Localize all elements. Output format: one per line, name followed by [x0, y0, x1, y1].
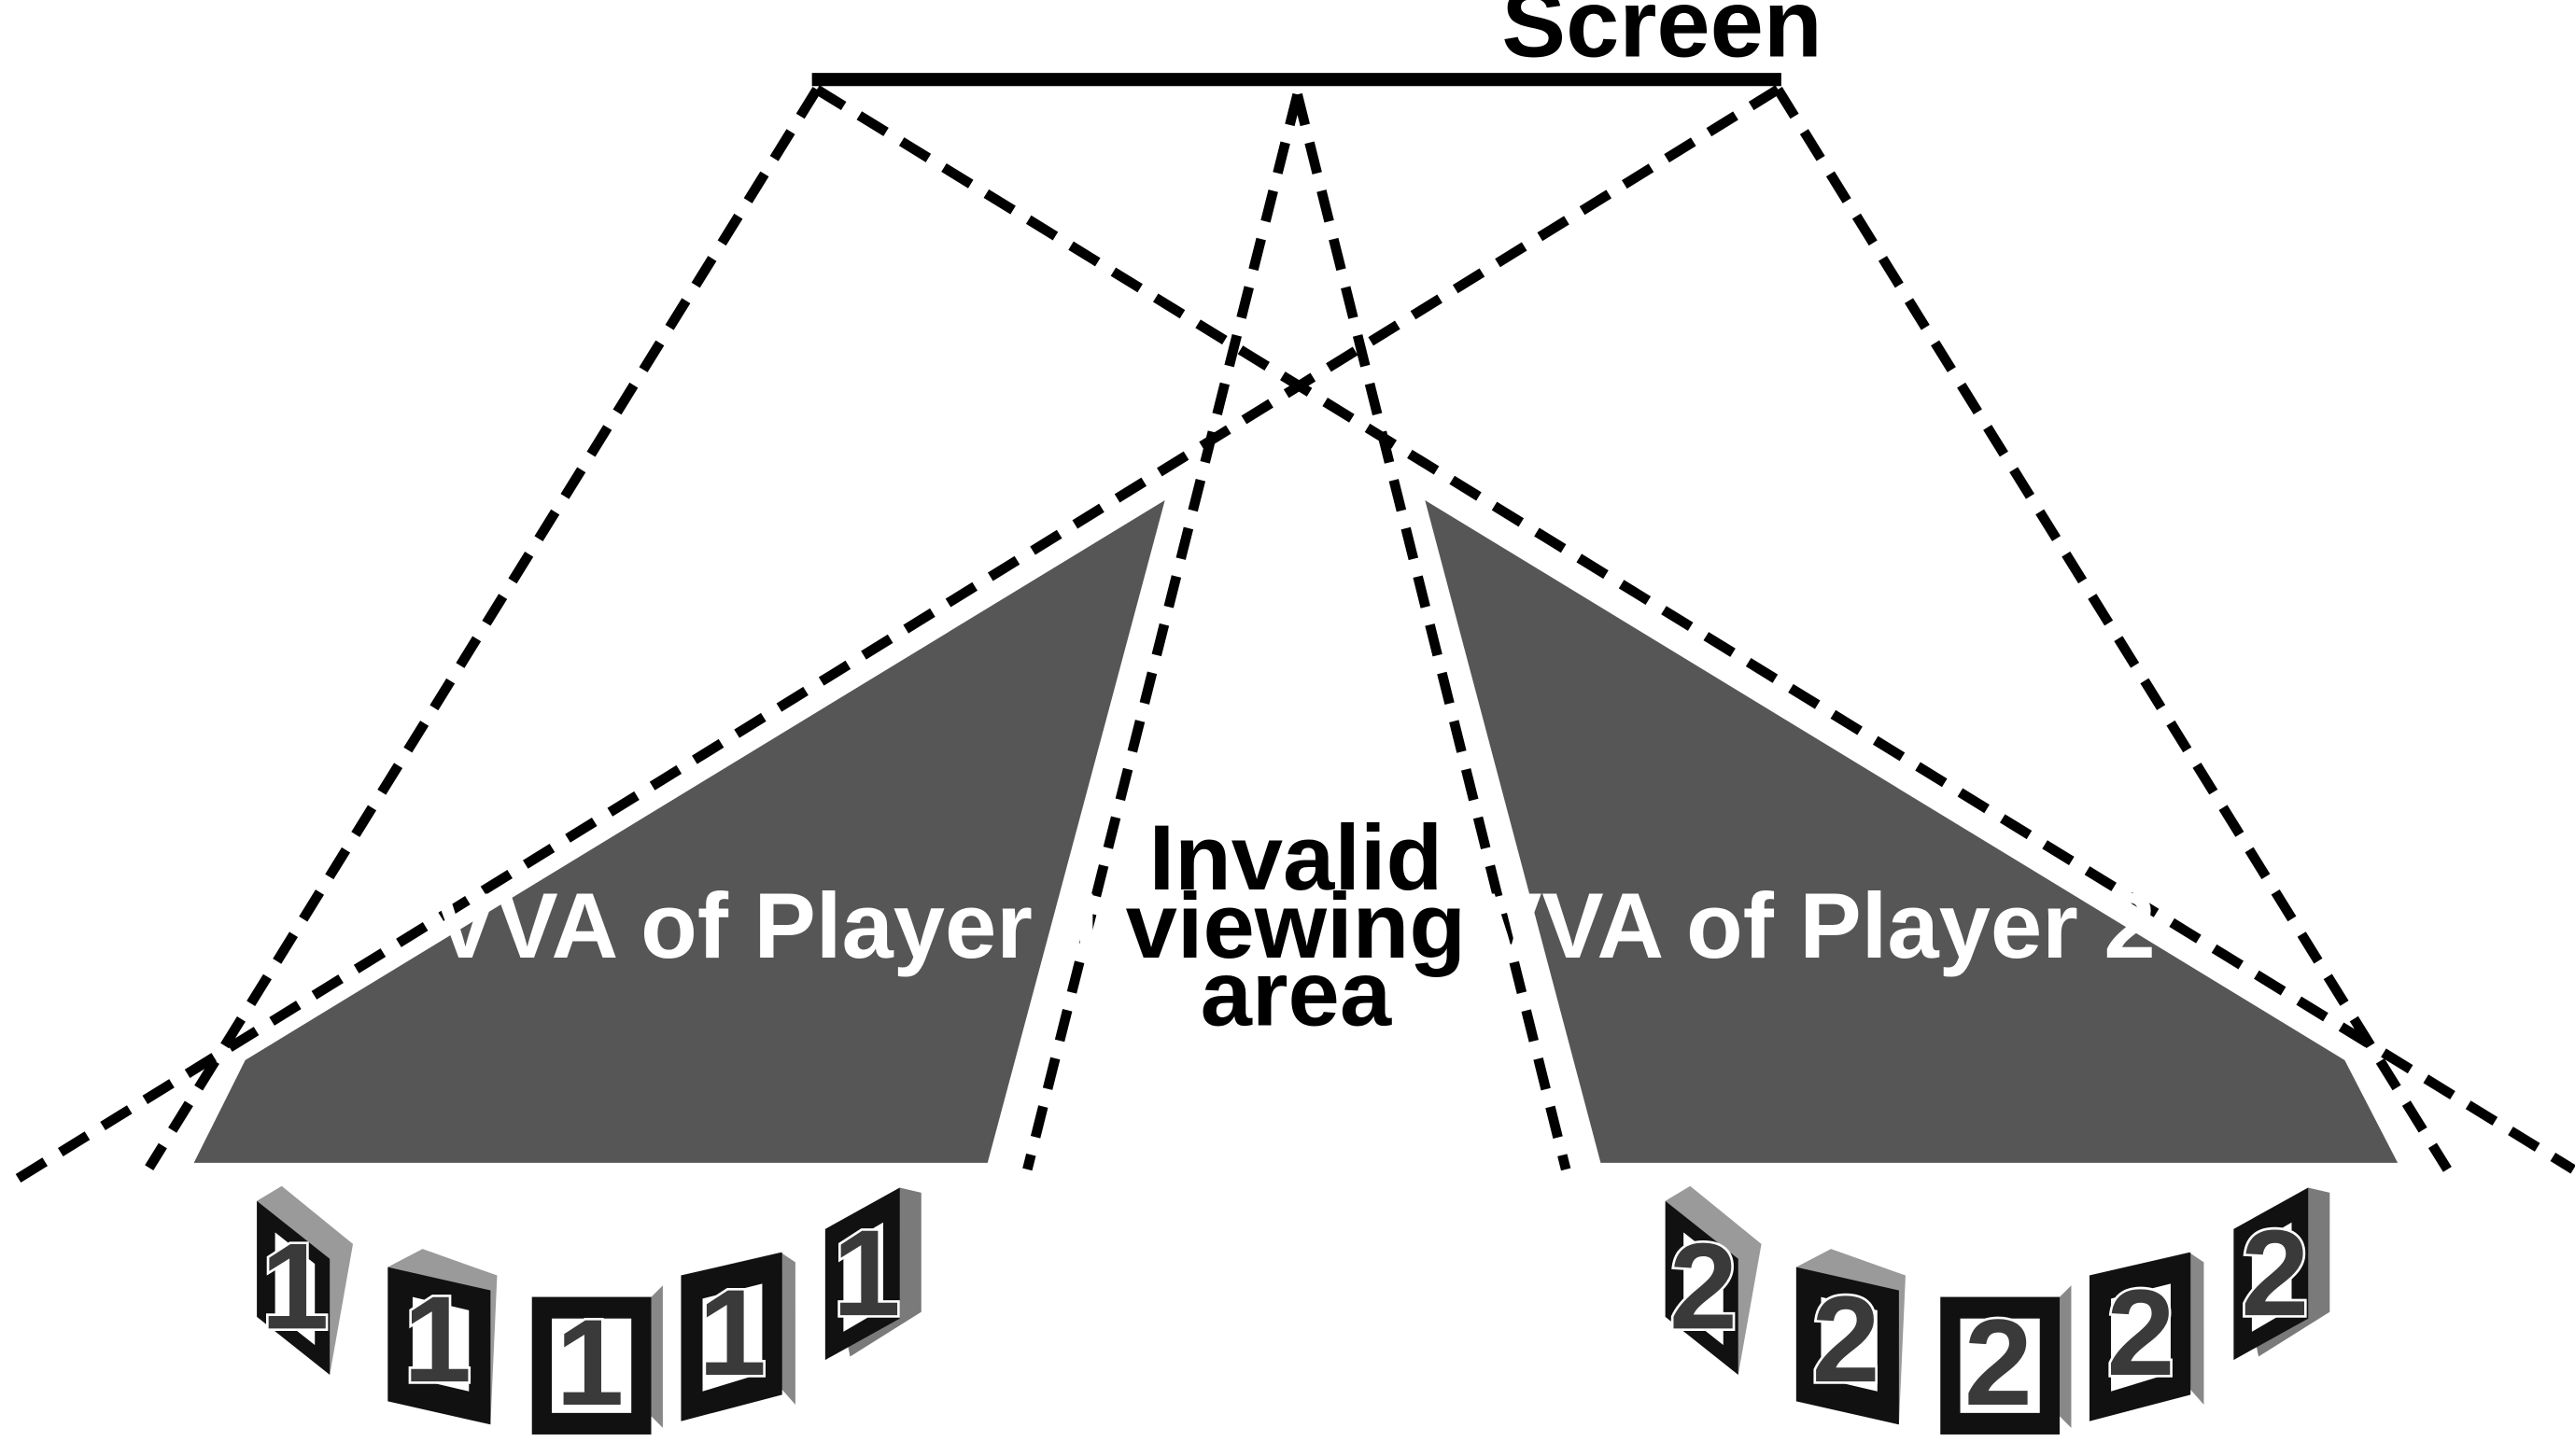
- player-1-viewpoint-marker: 1: [824, 1187, 922, 1361]
- player-1-viewpoint-marker: 1: [387, 1249, 498, 1425]
- sight-line-left-edge-to-right: [814, 85, 2575, 1174]
- player-1-viewpoint-marker: 1: [681, 1252, 795, 1421]
- screen-label: Screen: [1501, 0, 1822, 77]
- player-2-viewpoints: 2 2 2 2 2: [1665, 1185, 2330, 1435]
- player-2-viewpoint-marker: 2: [1940, 1285, 2072, 1435]
- sight-line-left-edge-to-left: [145, 87, 822, 1170]
- player-1-viewpoint-number: 1: [698, 1264, 767, 1401]
- player-2-viewpoint-marker: 2: [1665, 1185, 1762, 1376]
- player-1-viewpoints: 1 1 1 1 1: [257, 1185, 922, 1435]
- invalid-area-label-line-1: Invalid: [1148, 806, 1442, 910]
- player-2-region-label: VVA of Player 2: [1480, 875, 2156, 978]
- player-1-viewpoint-marker: 1: [257, 1185, 354, 1376]
- player-2-viewpoint-number: 2: [1964, 1294, 2033, 1431]
- player-1-valid-viewing-area: [193, 499, 1165, 1163]
- player-2-viewpoint-marker: 2: [2089, 1252, 2204, 1421]
- player-1-viewpoint-number: 1: [260, 1217, 329, 1354]
- invalid-area-label-line-2: viewing: [1126, 875, 1466, 978]
- player-2-viewpoint-number: 2: [2106, 1264, 2174, 1401]
- player-1-viewpoint-number: 1: [833, 1204, 901, 1341]
- sight-line-right-edge-to-right: [1773, 87, 2452, 1172]
- player-1-viewpoint-number: 1: [556, 1294, 624, 1431]
- player-2-viewpoint-marker: 2: [2233, 1187, 2330, 1361]
- player-2-viewpoint-number: 2: [2241, 1204, 2309, 1341]
- player-2-viewpoint-number: 2: [1812, 1270, 1880, 1407]
- invalid-area-label-line-3: area: [1201, 943, 1392, 1046]
- player-2-viewpoint-marker: 2: [1795, 1249, 1906, 1425]
- sight-line-center-to-right: [1292, 92, 1571, 1171]
- sight-lines: [13, 85, 2575, 1184]
- player-1-viewpoint-marker: 1: [531, 1285, 663, 1435]
- player-1-viewpoint-number: 1: [403, 1270, 471, 1407]
- player-2-viewpoint-number: 2: [1669, 1217, 1738, 1354]
- player-2-valid-viewing-area: [1425, 499, 2399, 1163]
- sight-line-center-to-left: [1022, 92, 1302, 1171]
- player-1-region-label: VVA of Player 1: [434, 875, 1110, 978]
